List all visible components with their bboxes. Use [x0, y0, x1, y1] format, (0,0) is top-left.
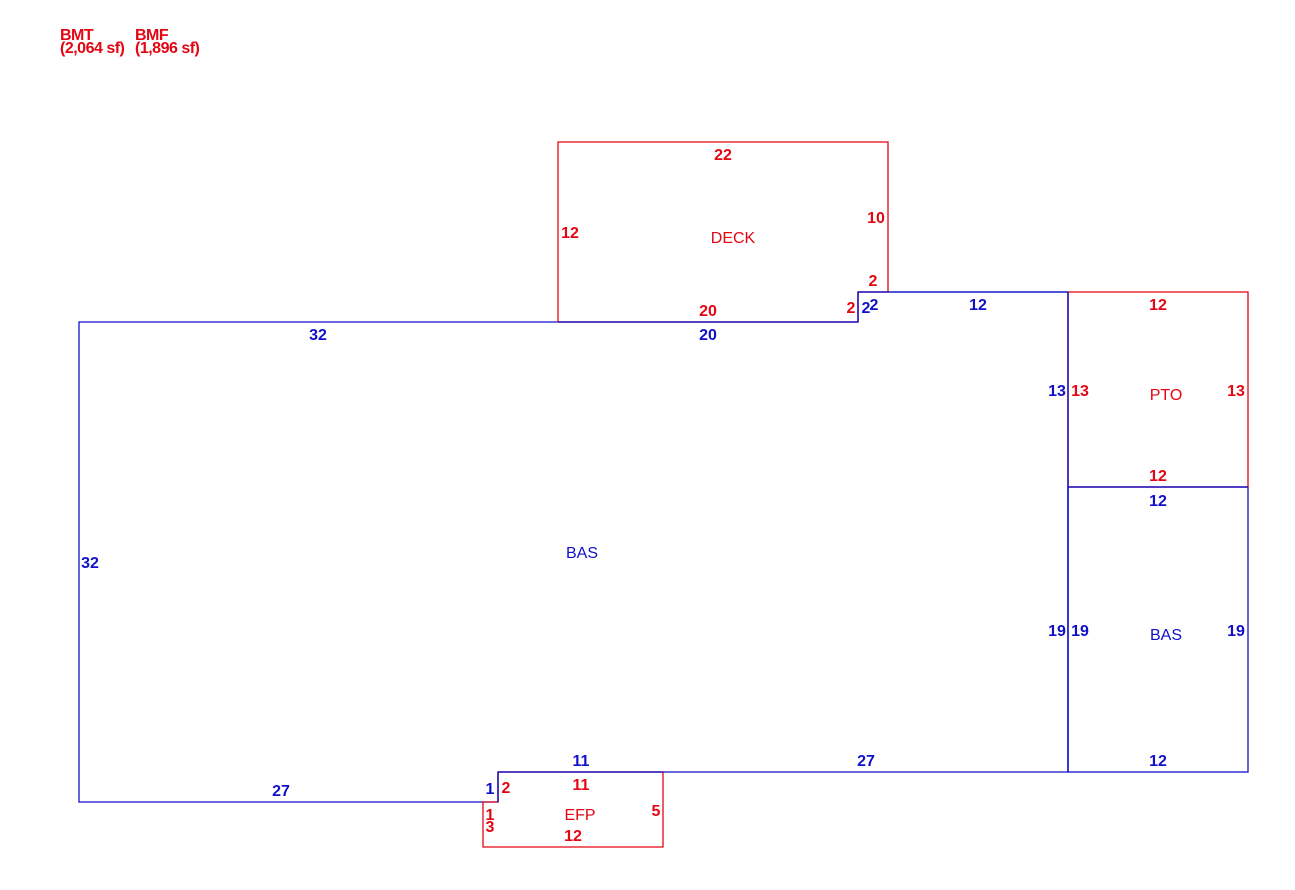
deck-dim-bottom-step: 2: [847, 300, 856, 317]
bas-main-dim-right-lower: 19: [1048, 623, 1066, 640]
bas-main-dim-bottom-left: 27: [272, 783, 290, 800]
pto-dim-top: 12: [1149, 297, 1167, 314]
bmf-area: (1,896 sf): [135, 40, 200, 57]
efp-dim-right: 5: [652, 803, 661, 820]
pto-area-label: PTO: [1150, 387, 1183, 404]
deck-dim-right: 10: [867, 210, 885, 227]
efp-dim-bottom: 12: [564, 828, 582, 845]
bas-side-dim-bottom: 12: [1149, 753, 1167, 770]
deck-dim-step: 2: [869, 273, 878, 290]
bas-main-dim-top-left: 32: [309, 327, 327, 344]
deck-dim-top: 22: [714, 147, 732, 164]
bmf-code: BMF: [135, 27, 169, 44]
efp-dim-step: 2: [502, 780, 511, 797]
bas-main-labels: BAS 32 20 2 2 12 32 13 19 27 1 11 27: [81, 297, 1066, 800]
bas-main-dim-left: 32: [81, 555, 99, 572]
efp-labels: EFP 11 2 1 3 5 12: [486, 777, 661, 845]
deck-area-label: DECK: [711, 230, 756, 247]
efp-dim-top: 11: [573, 777, 590, 794]
deck-dim-bottom: 20: [699, 303, 717, 320]
bas-main-area-label: BAS: [566, 545, 598, 562]
area-summary-bmt: BMT (2,064 sf): [60, 27, 125, 57]
bmt-code: BMT: [60, 27, 94, 44]
pto-dim-left: 13: [1071, 383, 1089, 400]
efp-dim-left-b: 3: [486, 819, 495, 836]
bas-main-dim-step-inner: 2: [870, 297, 879, 314]
deck-dim-left: 12: [561, 225, 579, 242]
bas-side-dim-right: 19: [1227, 623, 1245, 640]
pto-labels: PTO 12 13 13 12: [1071, 297, 1245, 485]
efp-area-label: EFP: [564, 807, 595, 824]
bas-side-dim-left: 19: [1071, 623, 1089, 640]
area-summary-bmf: BMF (1,896 sf): [135, 27, 200, 57]
bas-main-dim-efp-top: 11: [573, 753, 590, 770]
pto-dim-right: 13: [1227, 383, 1245, 400]
efp-dim-left-a: 1: [486, 807, 495, 824]
bas-main-dim-top-step: 2: [862, 300, 871, 317]
bmt-area: (2,064 sf): [60, 40, 125, 57]
pto-dim-bottom: 12: [1149, 468, 1167, 485]
bas-main-dim-bottom-right: 27: [857, 753, 875, 770]
bas-main-dim-top-mid: 20: [699, 327, 717, 344]
bas-side-labels: BAS 12 19 19 12: [1071, 493, 1245, 770]
deck-labels: DECK 22 12 10 2 20 2: [561, 147, 885, 320]
bas-side-area-label: BAS: [1150, 627, 1182, 644]
bas-side-dim-top: 12: [1149, 493, 1167, 510]
bas-main-dim-right: 13: [1048, 383, 1066, 400]
bas-main-dim-bottom-step: 1: [486, 781, 495, 798]
bas-main-dim-top-right: 12: [969, 297, 987, 314]
